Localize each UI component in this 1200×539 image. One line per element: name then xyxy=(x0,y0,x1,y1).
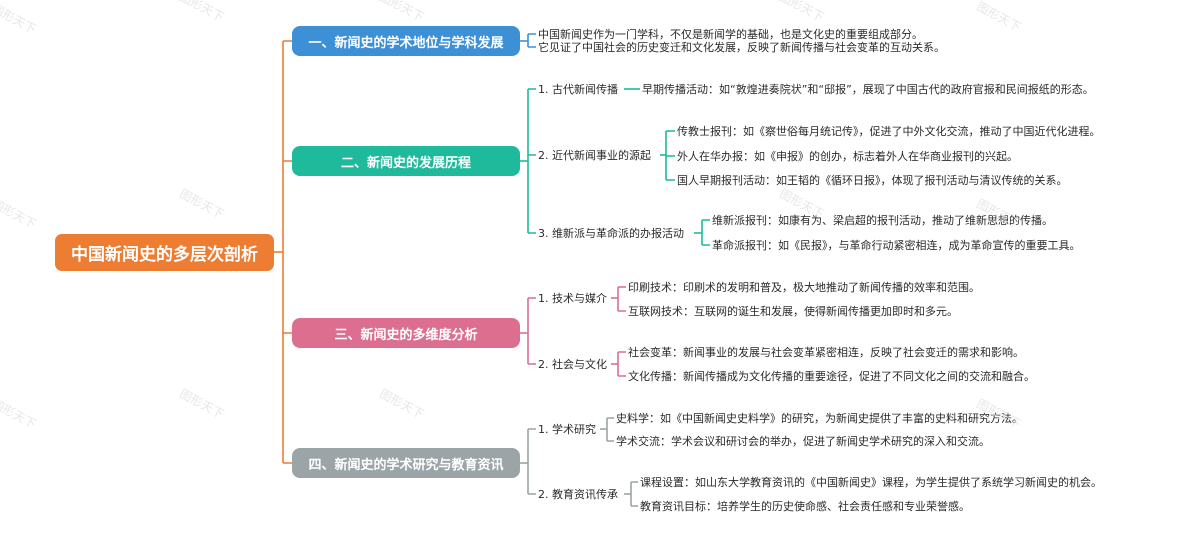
connector xyxy=(527,297,536,365)
connector xyxy=(527,88,536,234)
leaf-course-setting: 课程设置：如山东大学教育资讯的《中国新闻史》课程，为学生提供了系统学习新闻史的机… xyxy=(640,476,1102,489)
sub-society-culture[interactable]: 2. 社会与文化 xyxy=(538,358,607,371)
leaf-academic-exchange: 学术交流：学术会议和研讨会的举办，促进了新闻史学术研究的深入和交流。 xyxy=(616,435,990,448)
leaf-education-goal: 教育资讯目标：培养学生的历史使命感、社会责任感和专业荣誉感。 xyxy=(640,500,970,513)
section-academic-status-text-1: 中国新闻史作为一门学科，不仅是新闻学的基础，也是文化史的重要组成部分。 xyxy=(538,28,923,41)
section-academic-status-text-2: 它见证了中国社会的历史变迁和文化发展，反映了新闻传播与社会变革的互动关系。 xyxy=(538,41,945,54)
leaf-chinese-early-press: 国人早期报刊活动：如王韬的《循环日报》，体现了报刊活动与清议传统的关系。 xyxy=(677,174,1068,187)
section-academic-status[interactable]: 一、新闻史的学术地位与学科发展 xyxy=(292,26,520,56)
leaf-revolution-press: 革命派报刊：如《民报》，与革命行动紧密相连，成为革命宣传的重要工具。 xyxy=(712,239,1081,252)
sub-tech-media[interactable]: 1. 技术与媒介 xyxy=(538,292,607,305)
sub-modern-origin[interactable]: 2. 近代新闻事业的源起 xyxy=(538,149,651,162)
connector xyxy=(606,417,614,442)
sub-academic-research[interactable]: 1. 学术研究 xyxy=(538,423,596,436)
section-development-history[interactable]: 二、新闻史的发展历程 xyxy=(292,146,520,176)
sub-ancient-news[interactable]: 1. 古代新闻传播 xyxy=(538,83,618,96)
leaf-historiography: 史料学：如《中国新闻史史料学》的研究，为新闻史提供了丰富的史料和研究方法。 xyxy=(616,412,1023,425)
connector xyxy=(282,40,292,464)
sub-reform-revolution[interactable]: 3. 维新派与革命派的办报活动 xyxy=(538,227,684,240)
leaf-printing-tech: 印刷技术：印刷术的发明和普及，极大地推动了新闻传播的效率和范围。 xyxy=(628,281,980,294)
section-research-education[interactable]: 四、新闻史的学术研究与教育资讯 xyxy=(292,448,520,478)
leaf-social-change: 社会变革：新闻事业的发展与社会变革紧密相连，反映了社会变迁的需求和影响。 xyxy=(628,346,1024,359)
connector xyxy=(630,481,638,507)
leaf-foreign-press: 外人在华办报：如《申报》的创办，标志着外人在华商业报刊的兴起。 xyxy=(677,150,1018,163)
section-multi-dimension[interactable]: 三、新闻史的多维度分析 xyxy=(292,318,520,348)
connector xyxy=(617,351,626,377)
leaf-internet-tech: 互联网技术：互联网的诞生和发展，使得新闻传播更加即时和多元。 xyxy=(628,305,958,318)
leaf-early-activity: 早期传播活动：如“敦煌进奏院状”和“邸报”，展现了中国古代的政府官报和民间报纸的… xyxy=(642,83,1094,96)
connector xyxy=(617,286,626,312)
leaf-reform-press: 维新派报刊：如康有为、梁启超的报刊活动，推动了维新思想的传播。 xyxy=(712,214,1053,227)
connector xyxy=(665,130,675,181)
connector xyxy=(527,428,536,495)
connector xyxy=(701,219,710,246)
sub-education-inheritance[interactable]: 2. 教育资讯传承 xyxy=(538,488,618,501)
leaf-cultural-spread: 文化传播：新闻传播成为文化传播的重要途径，促进了不同文化之间的交流和融合。 xyxy=(628,370,1035,383)
root-topic[interactable]: 中国新闻史的多层次剖析 xyxy=(55,234,274,271)
leaf-missionary-press: 传教士报刊：如《察世俗每月统记传》，促进了中外文化交流，推动了中国近代化进程。 xyxy=(677,125,1101,138)
connector xyxy=(527,33,536,48)
